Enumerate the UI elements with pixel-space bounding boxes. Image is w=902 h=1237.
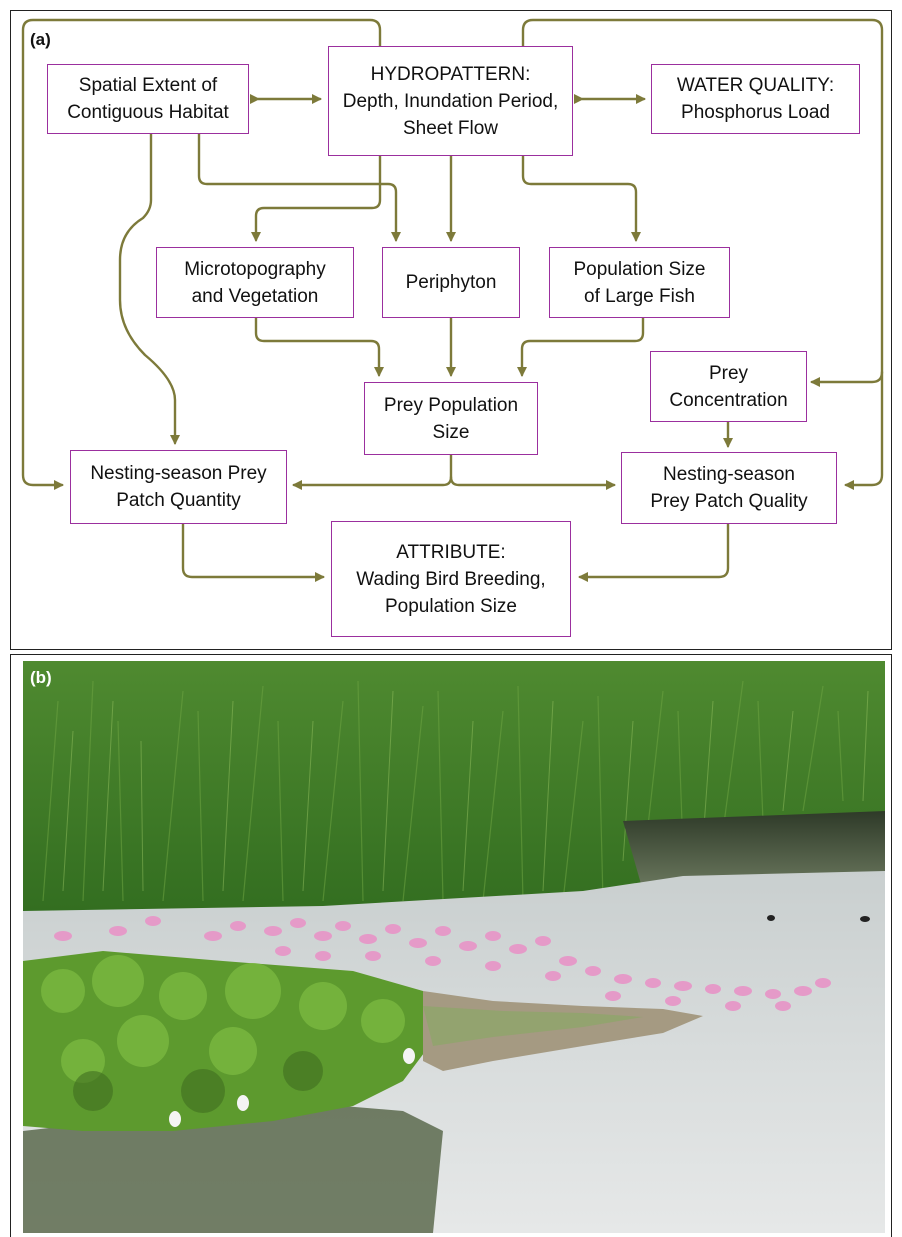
- connector-layer: [21, 18, 884, 582]
- node-hydropattern: HYDROPATTERN: Depth, Inundation Period, …: [328, 46, 573, 156]
- node-prey-concentration: Prey Concentration: [650, 351, 807, 422]
- arrow-hydro-quality: [844, 370, 884, 490]
- spoonbill-flock: [54, 916, 831, 1011]
- wetland-scene: [23, 661, 885, 1233]
- arrow-micro-prey: [254, 316, 384, 377]
- node-patch-quality: Nesting-season Prey Patch Quality: [621, 452, 837, 524]
- arrow-fish-prey: [517, 316, 645, 377]
- node-water-quality: WATER QUALITY: Phosphorus Load: [651, 64, 860, 134]
- arrow-quality-attribute: [578, 522, 730, 582]
- arrow-hydro-quantity: [21, 18, 382, 490]
- node-spatial-extent: Spatial Extent of Contiguous Habitat: [47, 64, 249, 134]
- arrow-prey-quality: [449, 475, 616, 490]
- arrow-spatial-quantity: [118, 132, 180, 445]
- arrow-hydro-fish: [521, 154, 641, 242]
- node-microtopography: Microtopography and Vegetation: [156, 247, 354, 318]
- node-prey-population: Prey Population Size: [364, 382, 538, 455]
- egrets: [169, 1048, 415, 1127]
- node-attribute: ATTRIBUTE: Wading Bird Breeding, Populat…: [331, 521, 571, 637]
- panel-b-label: (b): [30, 668, 52, 687]
- arrow-spatial-periphyton: [197, 132, 401, 242]
- node-large-fish: Population Size of Large Fish: [549, 247, 730, 318]
- arrow-hydro-concentration: [521, 18, 884, 387]
- arrow-hydro-micro: [251, 154, 382, 242]
- panel-a-label: (a): [30, 30, 51, 49]
- node-periphyton: Periphyton: [382, 247, 520, 318]
- panel-a-frame: [10, 10, 892, 650]
- arrow-prey-quantity: [292, 453, 453, 490]
- wetland-photo: [23, 661, 885, 1233]
- panel-b-frame: [10, 654, 892, 1237]
- node-patch-quantity: Nesting-season Prey Patch Quantity: [70, 450, 287, 524]
- arrow-quantity-attribute: [181, 522, 325, 582]
